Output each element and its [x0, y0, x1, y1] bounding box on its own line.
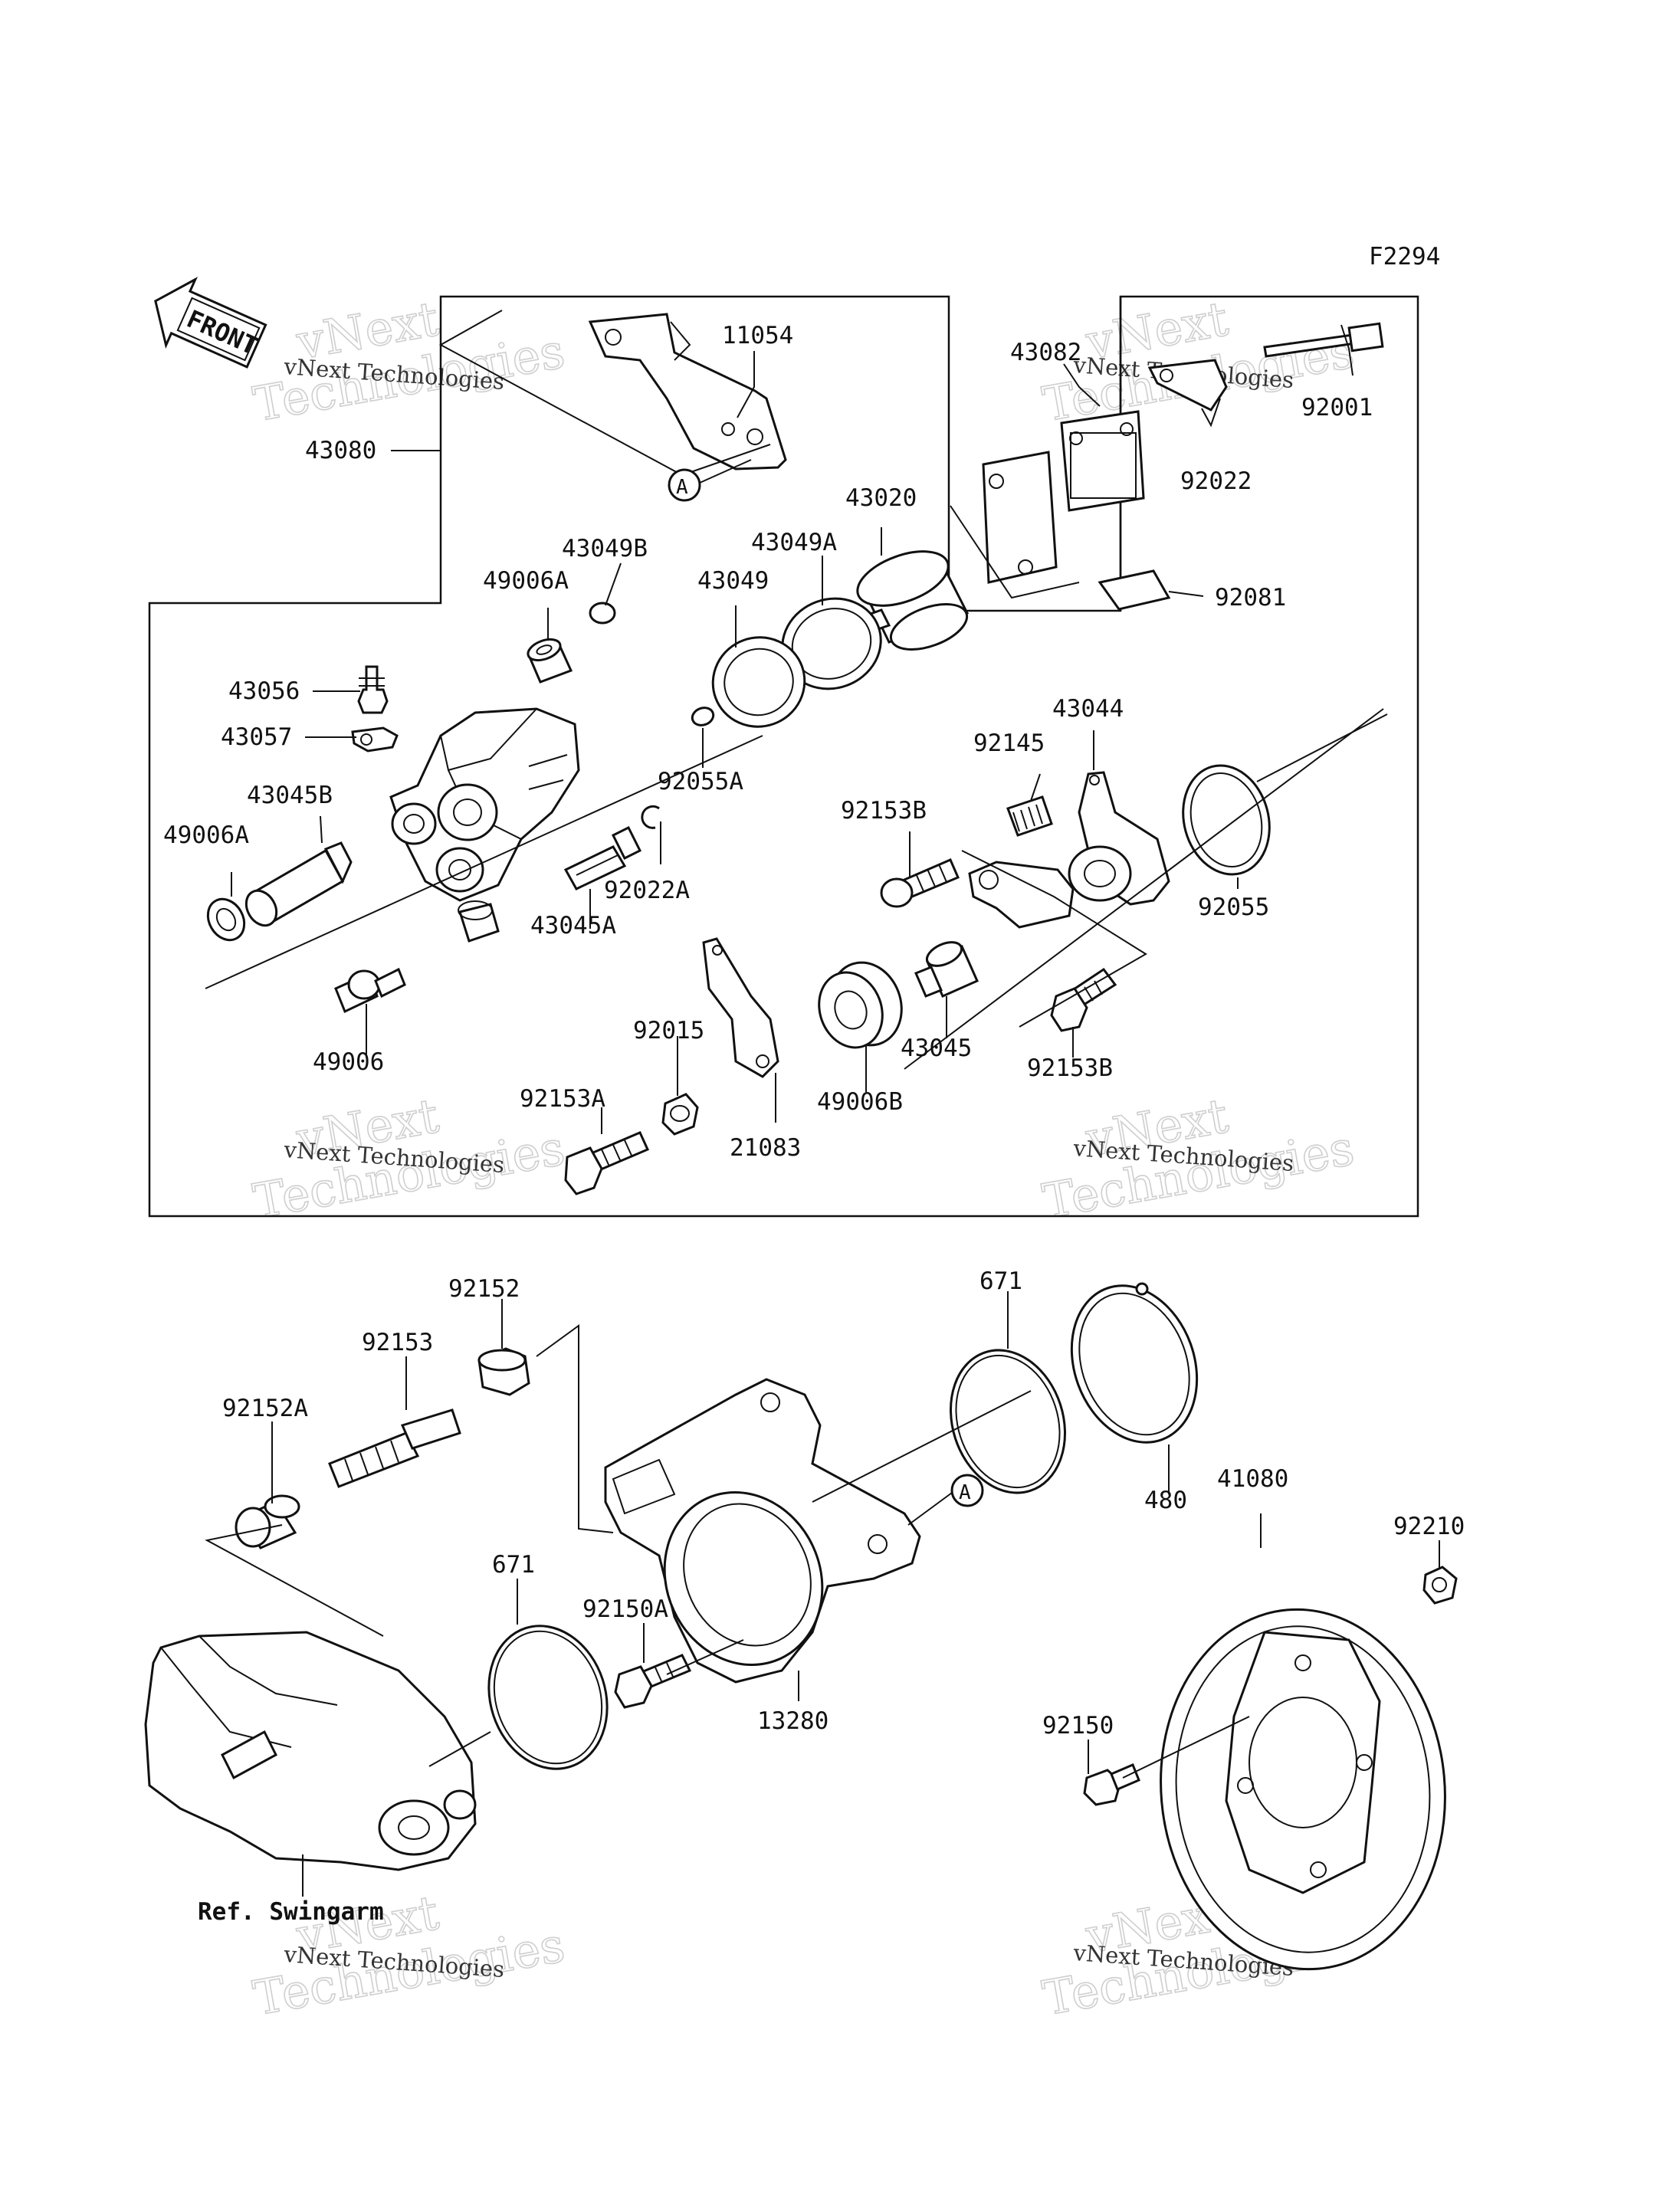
o-ring-671-left [487, 1625, 609, 1770]
pad-spring [1147, 359, 1228, 412]
label-92153B-left: 92153B [841, 797, 927, 825]
bottom-section-lines [536, 1324, 614, 1533]
bleed-cap [351, 726, 399, 753]
bolt-92153B-left [880, 858, 960, 908]
label-92022A: 92022A [604, 877, 690, 904]
label-49006: 49006 [313, 1048, 384, 1076]
label-92150: 92150 [1042, 1712, 1114, 1740]
o-ring-671-top [949, 1349, 1067, 1494]
label-92153A: 92153A [520, 1085, 605, 1113]
label-43020: 43020 [845, 484, 917, 512]
label-92022: 92022 [1180, 467, 1252, 495]
bolt-92150A [614, 1654, 692, 1709]
callout-letter-top: A [676, 476, 688, 499]
bolt-92153B-right [1050, 967, 1117, 1032]
label-92055A: 92055A [658, 768, 743, 795]
label-92153: 92153 [362, 1329, 433, 1356]
stud-bolt-92153 [328, 1408, 461, 1488]
bolt-92150 [1083, 1763, 1140, 1806]
caliper-bracket [588, 313, 787, 471]
slide-pin-43045A [563, 825, 642, 890]
collar-92152A [235, 1494, 300, 1549]
label-92015: 92015 [633, 1017, 704, 1044]
label-92145: 92145 [973, 730, 1045, 757]
pad-shim [1098, 569, 1171, 611]
label-92055: 92055 [1198, 894, 1269, 921]
label-92150A: 92150A [582, 1595, 668, 1623]
label-43049B: 43049B [562, 535, 648, 562]
label-92153B-right: 92153B [1027, 1054, 1113, 1082]
nut-92210 [1422, 1566, 1458, 1605]
boot-49006A-left [206, 897, 246, 942]
caliper-bushing [458, 903, 500, 943]
label-671-left: 671 [492, 1551, 535, 1579]
label-671-top: 671 [979, 1267, 1022, 1295]
swingarm-reference [144, 1631, 477, 1871]
parking-lever [1068, 771, 1170, 906]
figure-code: F2294 [1369, 243, 1440, 271]
label-43049A: 43049A [751, 529, 837, 556]
return-spring [1006, 795, 1053, 837]
part-labels: 11054 43080 43082 92001 92022 43020 4304… [163, 322, 1465, 1926]
label-43044: 43044 [1052, 695, 1124, 723]
seal-ring-43049 [711, 636, 806, 728]
label-43045B: 43045B [247, 782, 333, 809]
collar-43045 [914, 941, 979, 998]
ring-92055A [691, 707, 715, 726]
caliper-body [389, 707, 580, 902]
label-11054: 11054 [722, 322, 793, 349]
cam-arm [968, 861, 1075, 929]
circlip-480 [1070, 1284, 1199, 1444]
caliper-assembly-frame [148, 295, 1419, 1218]
label-41080: 41080 [1217, 1465, 1288, 1493]
bleed-valve [357, 665, 389, 714]
label-43080: 43080 [305, 437, 376, 464]
leader-lines [231, 324, 1440, 1897]
label-13280: 13280 [757, 1707, 829, 1735]
label-43049: 43049 [697, 567, 769, 595]
bearing-49006B [818, 961, 903, 1049]
e-clip-92022A [641, 805, 660, 829]
label-92152A: 92152A [222, 1395, 308, 1422]
pad-pin [1263, 322, 1384, 358]
slide-pin-sleeve-43045B [244, 841, 353, 927]
label-92081: 92081 [1215, 584, 1286, 612]
label-92152: 92152 [448, 1275, 520, 1303]
callout-marker-top [668, 468, 701, 502]
label-49006A-left: 49006A [163, 821, 249, 849]
label-92210: 92210 [1393, 1513, 1465, 1540]
callout-letter-bottom: A [959, 1481, 971, 1504]
washer-43049B [589, 602, 616, 625]
callout-marker-bottom [950, 1474, 984, 1507]
nut-92152 [477, 1347, 530, 1396]
brake-disc [1160, 1608, 1446, 1971]
brake-hub-carrier [604, 1378, 921, 1684]
nut-92015 [661, 1093, 699, 1136]
boot-49006A-top [527, 638, 573, 684]
label-43057: 43057 [221, 723, 292, 751]
inner-section-lines [438, 310, 771, 477]
label-43045A: 43045A [530, 912, 616, 939]
label-49006B: 49006B [817, 1088, 903, 1116]
label-ref-swingarm: Ref. Swingarm [198, 1898, 384, 1926]
label-92001: 92001 [1301, 394, 1373, 421]
front-arrow-icon: FRONT [154, 277, 267, 369]
label-480: 480 [1144, 1487, 1187, 1514]
brake-pad-set [982, 410, 1145, 584]
label-49006A-top: 49006A [483, 567, 569, 595]
o-ring-92055 [1182, 764, 1271, 876]
label-21083: 21083 [730, 1134, 801, 1162]
pin-bolt-49006 [334, 967, 406, 1014]
label-43082: 43082 [1010, 339, 1081, 366]
bolt-92153A [564, 1131, 650, 1195]
label-43045: 43045 [901, 1035, 972, 1062]
piston [848, 550, 970, 651]
label-43056: 43056 [228, 677, 300, 705]
lever-bracket-21083 [702, 937, 779, 1078]
